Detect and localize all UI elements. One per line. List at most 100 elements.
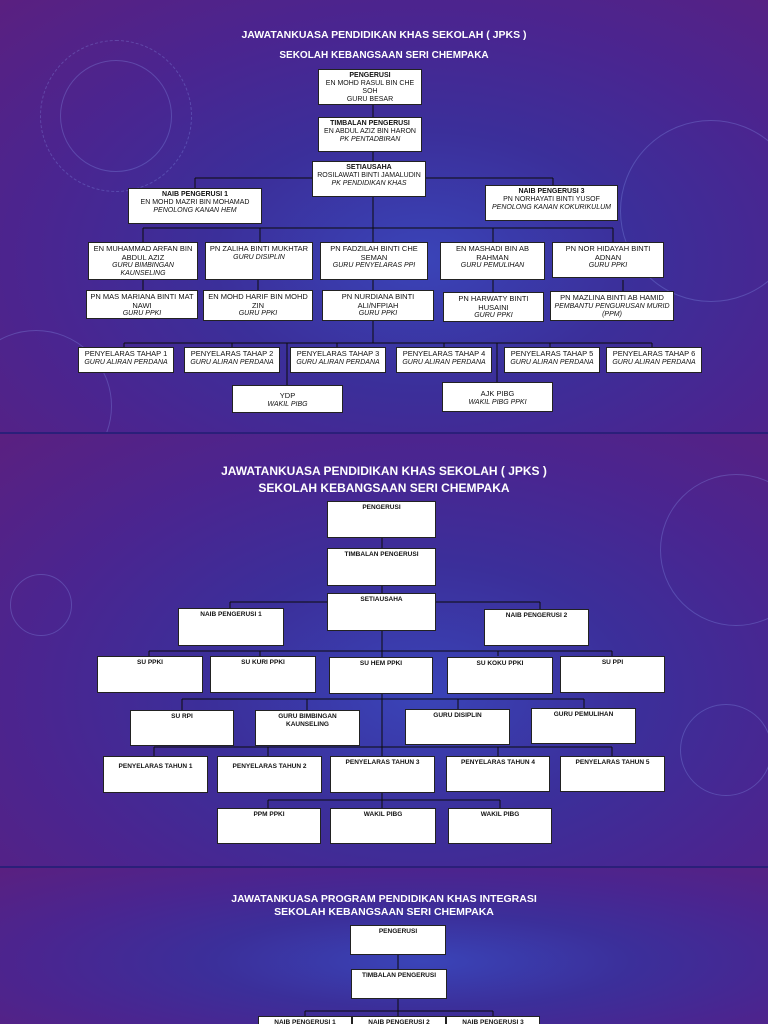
role-label: SU RPI: [171, 713, 193, 720]
member-post: GURU ALIRAN PERDANA: [296, 358, 380, 366]
box-pengerusi: PENGERUSI: [327, 501, 436, 538]
member-post: WAKIL PIBG PPKI: [468, 398, 527, 406]
box-setiausaha: SETIAUSAHA: [327, 593, 436, 631]
box-wakil-pibg: WAKIL PIBG: [448, 808, 552, 844]
member-name: PN NORHAYATI BINTI YUSOF: [503, 196, 600, 203]
member-box: PN ZALIHA BINTI MUKHTAR GURU DISIPLIN: [205, 242, 313, 280]
role-label: GURU PEMULIHAN: [553, 711, 614, 718]
role-label: SETIAUSAHA: [360, 596, 403, 603]
member-name: PN MAS MARIANA BINTI MAT NAWI: [90, 292, 194, 310]
member-name: EN ABDUL AZIZ BIN HARON: [324, 128, 416, 135]
box-su-ppi: SU PPI: [560, 656, 665, 693]
box-ppm-ppki: PPM PPKI: [217, 808, 321, 844]
slide-3: JAWATANKUASA PROGRAM PENDIDIKAN KHAS INT…: [0, 868, 768, 1024]
role-label: PENGERUSI: [378, 928, 418, 935]
role-label: NAIB PENGERUSI 1: [274, 1019, 336, 1024]
role-label: TIMBALAN PENGERUSI: [344, 551, 419, 558]
member-post: GURU PPKI: [238, 310, 278, 317]
coordinator-box: PENYELARAS TAHAP 5 GURU ALIRAN PERDANA: [504, 347, 600, 373]
chart-subtitle: SEKOLAH KEBANGSAAN SERI CHEMPAKA: [258, 481, 510, 495]
box-guru-disiplin: GURU DISIPLIN: [405, 709, 510, 745]
role-label: NAIB PENGERUSI 2: [368, 1019, 430, 1024]
role-label: PENGERUSI: [349, 72, 391, 79]
member-box: PN FADZILAH BINTI CHE SEMAN GURU PENYELA…: [320, 242, 428, 280]
box-naib-pengerusi-3: NAIB PENGERUSI 3 PN NORHAYATI BINTI YUSO…: [485, 185, 618, 221]
member-post: GURU PPKI: [474, 312, 513, 319]
box-su-rpi: SU RPI: [130, 710, 234, 746]
coordinator-box: PENYELARAS TAHAP 2 GURU ALIRAN PERDANA: [184, 347, 280, 373]
box-pengerusi: PENGERUSI EN MOHD RASUL BIN CHE SOH GURU…: [318, 69, 422, 105]
slide-2: JAWATANKUASA PENDIDIKAN KHAS SEKOLAH ( J…: [0, 434, 768, 866]
box-naib-pengerusi-3: NAIB PENGERUSI 3: [446, 1016, 540, 1024]
member-name: EN MOHD RASUL BIN CHE SOH: [325, 80, 415, 95]
box-guru-pemulihan: GURU PEMULIHAN: [531, 708, 636, 744]
role-label: SU PPI: [601, 659, 624, 666]
box-timbalan-pengerusi: TIMBALAN PENGERUSI: [351, 969, 447, 999]
role-label: PENYELARAS TAHUN 1: [118, 763, 193, 770]
chart-subtitle: SEKOLAH KEBANGSAAN SERI CHEMPAKA: [274, 906, 494, 918]
box-naib-pengerusi-1: NAIB PENGERUSI 1: [178, 608, 284, 646]
role-label: GURU BIMBINGAN KAUNSELING: [278, 713, 337, 728]
member-name: YDP: [279, 391, 296, 400]
member-post: WAKIL PIBG: [267, 400, 308, 408]
member-post: GURU PPKI: [588, 262, 628, 269]
member-post: PEMBANTU PENGURUSAN MURID (PPM): [554, 302, 670, 318]
member-name: PN NOR HIDAYAH BINTI ADNAN: [565, 244, 651, 262]
box-penyelaras-tahun-2: PENYELARAS TAHUN 2: [217, 756, 322, 793]
role-label: NAIB PENGERUSI 3: [518, 188, 585, 195]
role-label: NAIB PENGERUSI 1: [161, 191, 229, 198]
box-naib-pengerusi-2: NAIB PENGERUSI 2: [484, 609, 589, 646]
role-label: WAKIL PIBG: [363, 811, 403, 818]
member-post: GURU PPKI: [122, 310, 162, 317]
member-post: PK PENTADBIRAN: [339, 136, 401, 143]
member-post: GURU ALIRAN PERDANA: [510, 358, 594, 366]
box-setiausaha: SETIAUSAHA ROSILAWATI BINTI JAMALUDIN PK…: [312, 161, 426, 197]
pibg-box: YDP WAKIL PIBG: [232, 385, 343, 413]
role-label: GURU DISIPLIN: [433, 712, 482, 719]
member-box: PN HARWATY BINTI HUSAINI GURU PPKI: [443, 292, 544, 322]
member-name: PN FADZILAH BINTI CHE SEMAN: [330, 244, 418, 262]
box-penyelaras-tahun-5: PENYELARAS TAHUN 5: [560, 756, 665, 792]
member-post: GURU PPKI: [358, 310, 398, 317]
role-label: PENGERUSI: [362, 504, 401, 511]
member-box: PN NURDIANA BINTI ALI/NFPIAH GURU PPKI: [322, 290, 434, 321]
decorative-circle: [680, 704, 768, 796]
member-box: EN MUHAMMAD ARFAN BIN ABDUL AZIZ GURU BI…: [88, 242, 198, 280]
member-post: GURU PENYELARAS PPI: [332, 262, 416, 269]
box-wakil-pibg: WAKIL PIBG: [330, 808, 436, 844]
chart-title: JAWATANKUASA PENDIDIKAN KHAS SEKOLAH ( J…: [221, 464, 547, 478]
coordinator-box: PENYELARAS TAHAP 4 GURU ALIRAN PERDANA: [396, 347, 492, 373]
member-name: PN NURDIANA BINTI ALI/NFPIAH: [341, 292, 415, 310]
member-post: GURU ALIRAN PERDANA: [84, 358, 168, 366]
role-label: SU PPKI: [136, 659, 163, 666]
box-naib-pengerusi-1: NAIB PENGERUSI 1 EN MOHD MAZRI BIN MOHAM…: [128, 188, 262, 224]
member-name: PENYELARAS TAHAP 6: [612, 349, 696, 358]
box-su-ppki: SU PPKI: [97, 656, 203, 693]
box-su-hem-ppki: SU HEM PPKI: [329, 657, 433, 694]
member-name: PENYELARAS TAHAP 2: [190, 349, 274, 358]
member-post: PENOLONG KANAN HEM: [153, 207, 237, 214]
member-name: EN MASHADI BIN AB RAHMAN: [456, 244, 529, 262]
member-name: EN MUHAMMAD ARFAN BIN ABDUL AZIZ: [93, 244, 193, 262]
role-label: PENYELARAS TAHUN 2: [232, 763, 307, 770]
member-name: ROSILAWATI BINTI JAMALUDIN: [317, 172, 421, 179]
box-naib-pengerusi-2: NAIB PENGERUSI 2: [352, 1016, 446, 1024]
member-post: GURU DISIPLIN: [233, 253, 285, 261]
box-timbalan-pengerusi: TIMBALAN PENGERUSI EN ABDUL AZIZ BIN HAR…: [318, 117, 422, 152]
member-box: EN MOHD HARIF BIN MOHD ZIN GURU PPKI: [203, 290, 313, 321]
chart-subtitle: SEKOLAH KEBANGSAAN SERI CHEMPAKA: [279, 50, 489, 61]
member-post: GURU ALIRAN PERDANA: [612, 358, 696, 366]
box-penyelaras-tahun-1: PENYELARAS TAHUN 1: [103, 756, 208, 793]
chart-title: JAWATANKUASA PENDIDIKAN KHAS SEKOLAH ( J…: [241, 29, 527, 41]
role-label: SU KURI PPKI: [241, 659, 285, 666]
member-name: PENYELARAS TAHAP 1: [84, 349, 168, 358]
member-post: PK PENDIDIKAN KHAS: [331, 180, 407, 187]
connector-lines: [148, 537, 613, 808]
member-name: AJK PIBG: [480, 389, 515, 398]
member-name: EN MOHD MAZRI BIN MOHAMAD: [140, 199, 250, 206]
member-post: GURU BESAR: [346, 96, 394, 103]
role-label: PENYELARAS TAHUN 5: [575, 759, 650, 766]
member-box: EN MASHADI BIN AB RAHMAN GURU PEMULIHAN: [440, 242, 545, 280]
coordinator-box: PENYELARAS TAHAP 6 GURU ALIRAN PERDANA: [606, 347, 702, 373]
member-name: PN ZALIHA BINTI MUKHTAR: [209, 244, 309, 253]
